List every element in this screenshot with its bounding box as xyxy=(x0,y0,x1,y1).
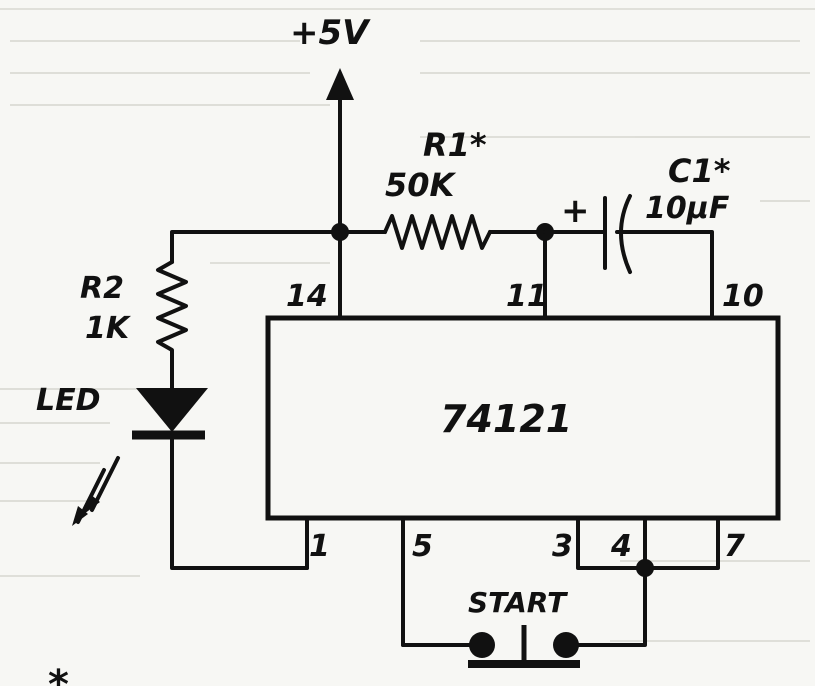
supply-arrow xyxy=(326,68,354,234)
c1-name-label: C1* xyxy=(668,152,731,190)
capacitor-c1 xyxy=(543,194,714,320)
led-diode xyxy=(132,388,309,570)
pin-7-label: 7 xyxy=(724,529,745,564)
light-emission-arrows xyxy=(72,456,120,526)
start-switch[interactable] xyxy=(468,625,580,668)
pin-4-label: 4 xyxy=(610,529,632,564)
start-label: START xyxy=(468,586,568,619)
top-rail-wire xyxy=(170,230,342,320)
resistor-r2 xyxy=(156,260,188,390)
r2-value-label: 1K xyxy=(85,311,132,346)
c1-polarity-mark: + xyxy=(561,191,590,231)
pin-14-label: 14 xyxy=(286,279,328,314)
bleed-through-text xyxy=(0,8,815,642)
ic-label: 74121 xyxy=(440,397,572,441)
junction-dot xyxy=(636,559,654,577)
ic-74121-body xyxy=(265,315,781,521)
footnote-asterisk: * xyxy=(48,662,69,686)
pin-3-label: 3 xyxy=(552,529,573,564)
pin-11-label: 11 xyxy=(506,279,548,314)
supply-label: +5V xyxy=(290,13,371,53)
pin-10-label: 10 xyxy=(722,279,764,314)
r2-name-label: R2 xyxy=(80,271,124,306)
r1-name-label: R1* xyxy=(423,126,487,164)
resistor-r1 xyxy=(338,214,547,250)
led-label: LED xyxy=(36,383,101,418)
c1-value-label: 10µF xyxy=(645,191,730,226)
pin-5-label: 5 xyxy=(412,529,433,564)
r1-value-label: 50K xyxy=(385,166,457,204)
pin-1-label: 1 xyxy=(309,529,330,564)
